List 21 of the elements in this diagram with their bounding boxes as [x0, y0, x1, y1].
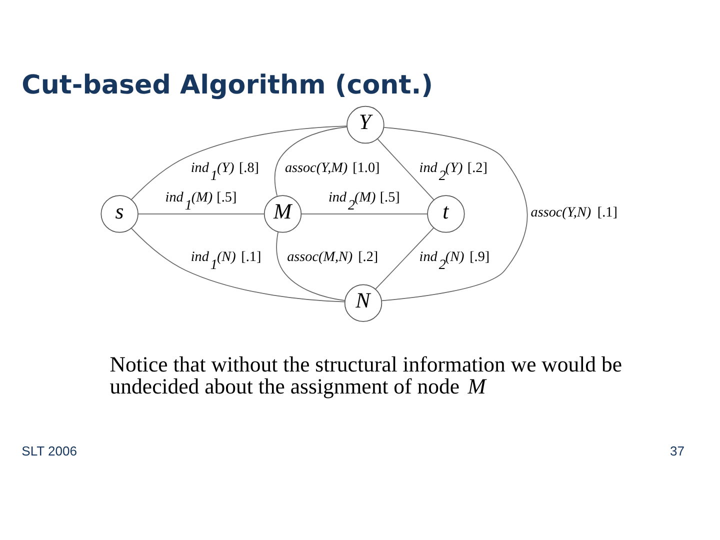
diagram-title: Cut-based Algorithm (cont.) — [22, 70, 434, 100]
connector — [130, 125, 348, 200]
connector — [301, 213, 428, 214]
node-circle: N — [344, 284, 382, 322]
connector — [138, 213, 265, 214]
connector — [274, 126, 348, 196]
node-circle: M — [264, 194, 302, 232]
caption: Notice that without the structural information we would be undecided about the assignment of node M — [110, 352, 622, 398]
connector — [130, 227, 346, 302]
connector — [375, 226, 434, 290]
connector — [382, 126, 528, 301]
connector — [377, 138, 434, 200]
edge-label: assoc(Y,N) [.1] — [530, 204, 618, 220]
node-circle: s — [100, 194, 138, 232]
node-circle: Y — [346, 105, 384, 144]
edge-label: assoc(Y,M) [1.0] — [284, 159, 380, 176]
edge-label: assoc(M,N) [.2] — [287, 248, 378, 265]
node-circle: t — [427, 194, 465, 232]
label: SLT 2006 — [22, 442, 78, 458]
label: 37 — [670, 442, 685, 458]
connector — [276, 231, 346, 301]
